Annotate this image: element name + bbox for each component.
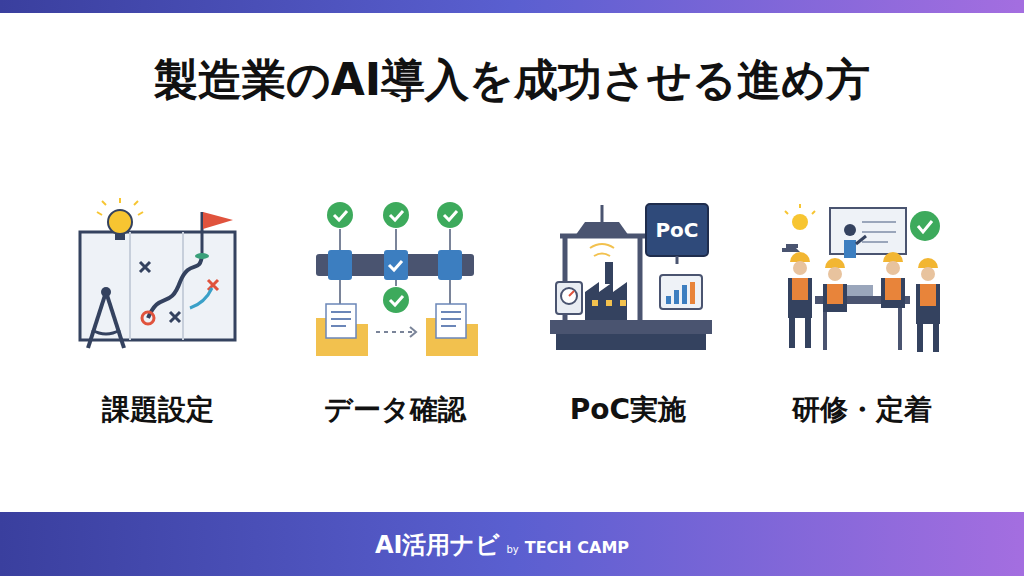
data-check-icon xyxy=(316,202,478,356)
brand-name: AI活用ナビ xyxy=(375,529,501,561)
brand-company: TECH CAMP xyxy=(525,538,629,557)
top-band xyxy=(0,0,1024,13)
step-label: 課題設定 xyxy=(102,391,214,429)
poc-icon xyxy=(550,204,712,350)
step-label: 研修・定着 xyxy=(792,391,932,429)
title: 製造業のAI導入を成功させる進め方 xyxy=(154,51,870,110)
footer-band xyxy=(0,512,1024,576)
training-icon xyxy=(782,204,940,352)
step-label: データ確認 xyxy=(324,391,466,429)
planning-icon xyxy=(80,198,235,348)
step-label: PoC実施 xyxy=(570,391,686,429)
screen-label: PoC xyxy=(655,218,698,242)
worker-figures xyxy=(788,252,940,352)
brand-by: by xyxy=(506,544,518,555)
